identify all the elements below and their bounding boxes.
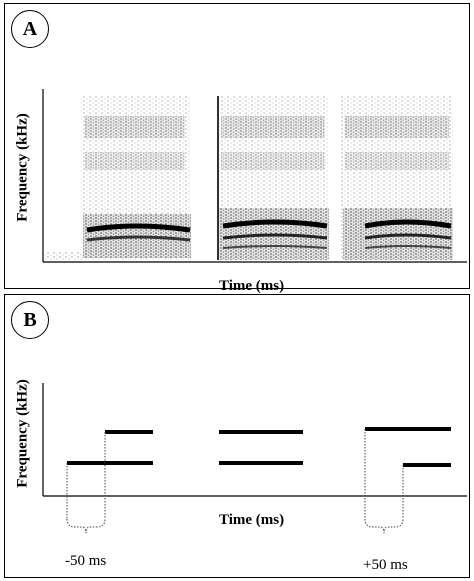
spectrogram-1 [81,96,191,260]
panel-a: A Frequency (kHz) [4,3,470,294]
left-offset-brace [66,432,106,534]
panel-a-label: A [11,10,49,48]
panel-b-x-axis-label: Time (ms) [219,512,285,528]
spectrogram-2 [217,96,329,260]
panel-a-spectrograms [42,89,467,263]
panel-a-x-axis-label: Time (ms) [219,278,285,294]
right-offset-label: +50 ms [363,557,408,573]
right-offset-brace [364,429,404,534]
spectrogram-3 [341,96,453,260]
panel-b-schematic [42,383,467,534]
panel-b: B Frequency (kHz) Time (ms) -50 ms +50 m… [4,294,470,578]
left-offset-label: -50 ms [65,553,107,569]
panel-a-baseline-noise [45,252,85,260]
panel-b-label: B [11,301,49,339]
